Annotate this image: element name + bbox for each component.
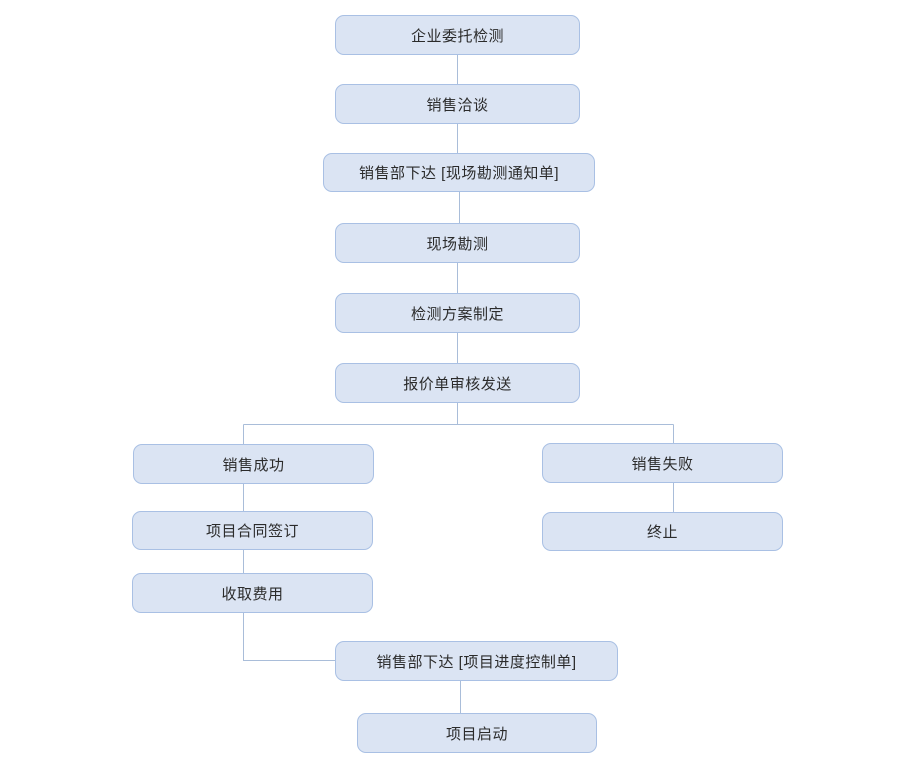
node-label: 检测方案制定 [410,305,504,323]
node-label: 企业委托检测 [410,27,504,45]
node-progress-control-notice: 销售部下达 [项目进度控制单] [335,641,618,681]
node-label: 销售失败 [631,455,694,473]
node-sales-success: 销售成功 [133,444,374,484]
node-enterprise-entrust-testing: 企业委托检测 [335,15,580,55]
node-survey-notice: 销售部下达 [现场勘测通知单] [323,153,595,192]
node-label: 收取费用 [221,585,284,603]
node-label: 销售部下达 [项目进度控制单] [376,653,577,671]
node-terminate: 终止 [542,512,783,551]
node-label: 报价单审核发送 [403,375,512,393]
node-test-plan: 检测方案制定 [335,293,580,333]
node-sales-negotiation: 销售洽谈 [335,84,580,124]
node-label: 终止 [646,524,678,541]
node-label: 销售洽谈 [426,96,489,114]
node-contract-signing: 项目合同签订 [132,511,373,550]
node-collect-fee: 收取费用 [132,573,373,613]
node-label: 销售成功 [222,456,285,474]
node-label: 销售部下达 [现场勘测通知单] [358,165,559,182]
connector-fee-control-elbow [243,613,335,661]
node-label: 项目启动 [445,725,508,743]
node-site-survey: 现场勘测 [335,223,580,263]
node-project-start: 项目启动 [357,713,597,753]
node-label: 现场勘测 [426,235,489,253]
node-quotation-review: 报价单审核发送 [335,363,580,403]
node-label: 项目合同签订 [205,523,299,540]
node-sales-failure: 销售失败 [542,443,783,483]
